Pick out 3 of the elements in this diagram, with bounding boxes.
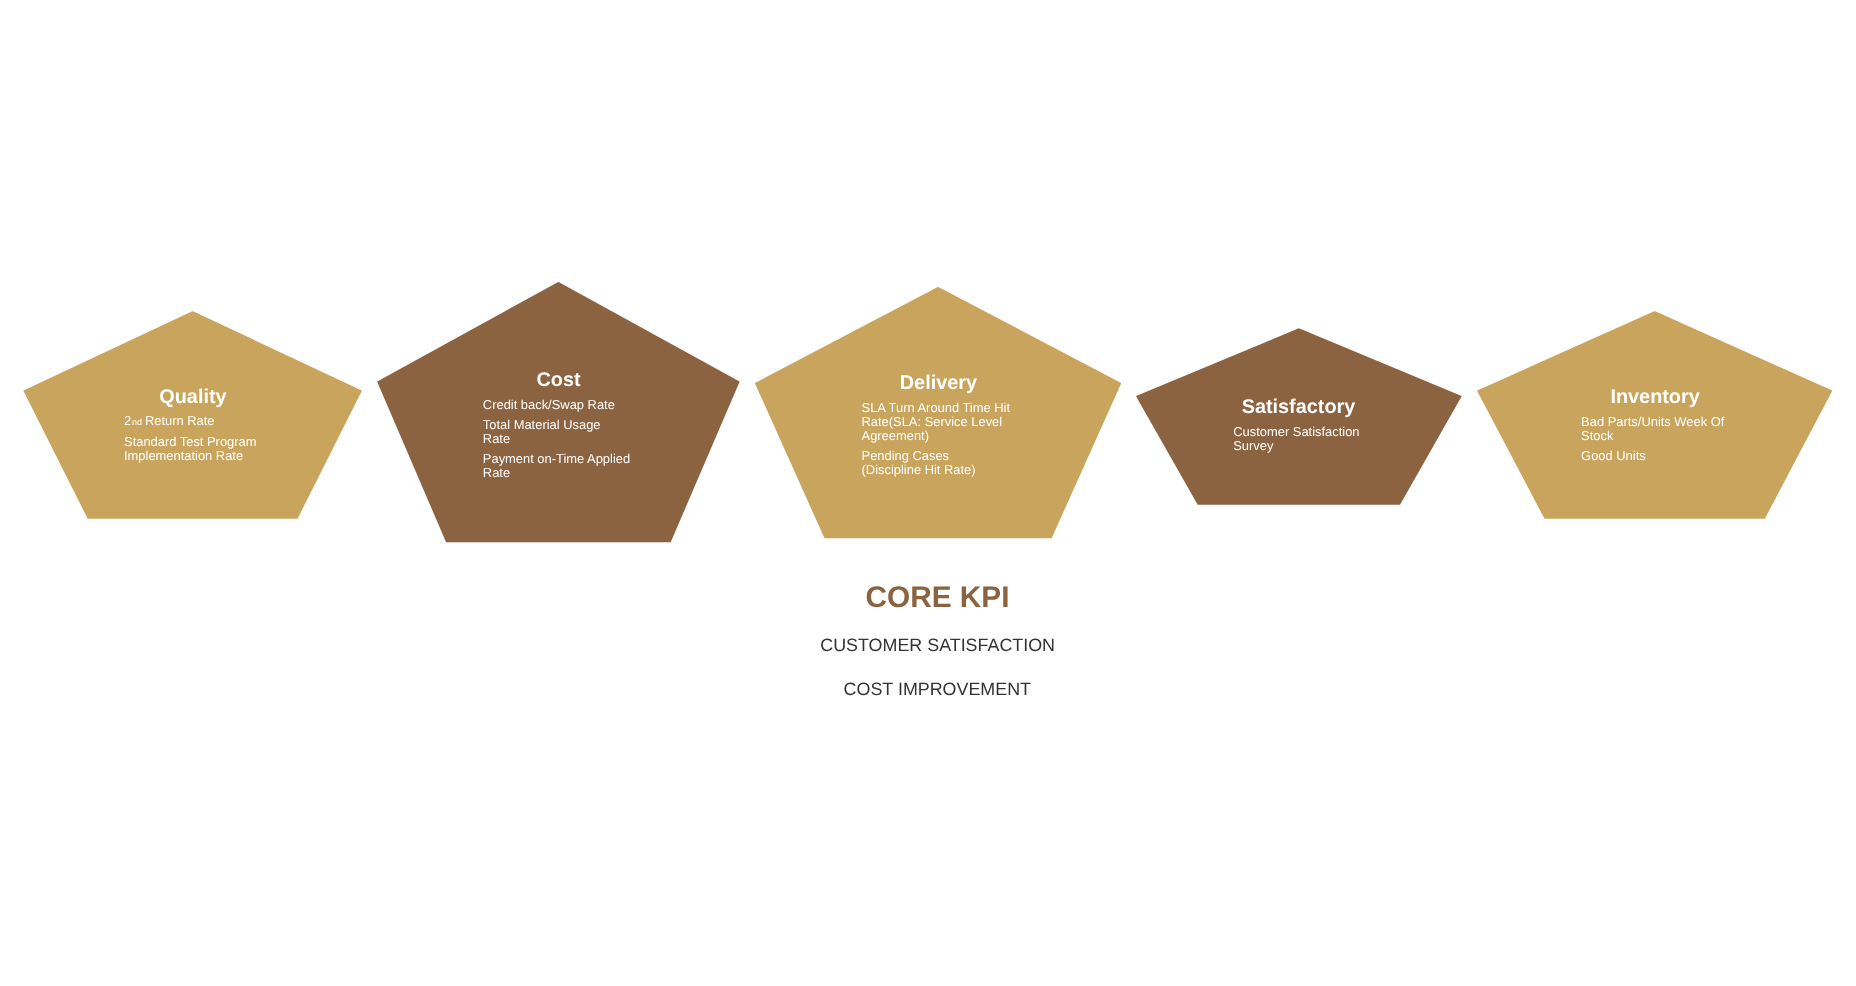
label: CORE KPI — [865, 581, 1010, 614]
label: CUSTOMER SATISFACTION — [820, 633, 1055, 654]
label: COST IMPROVEMENT — [843, 677, 1032, 698]
